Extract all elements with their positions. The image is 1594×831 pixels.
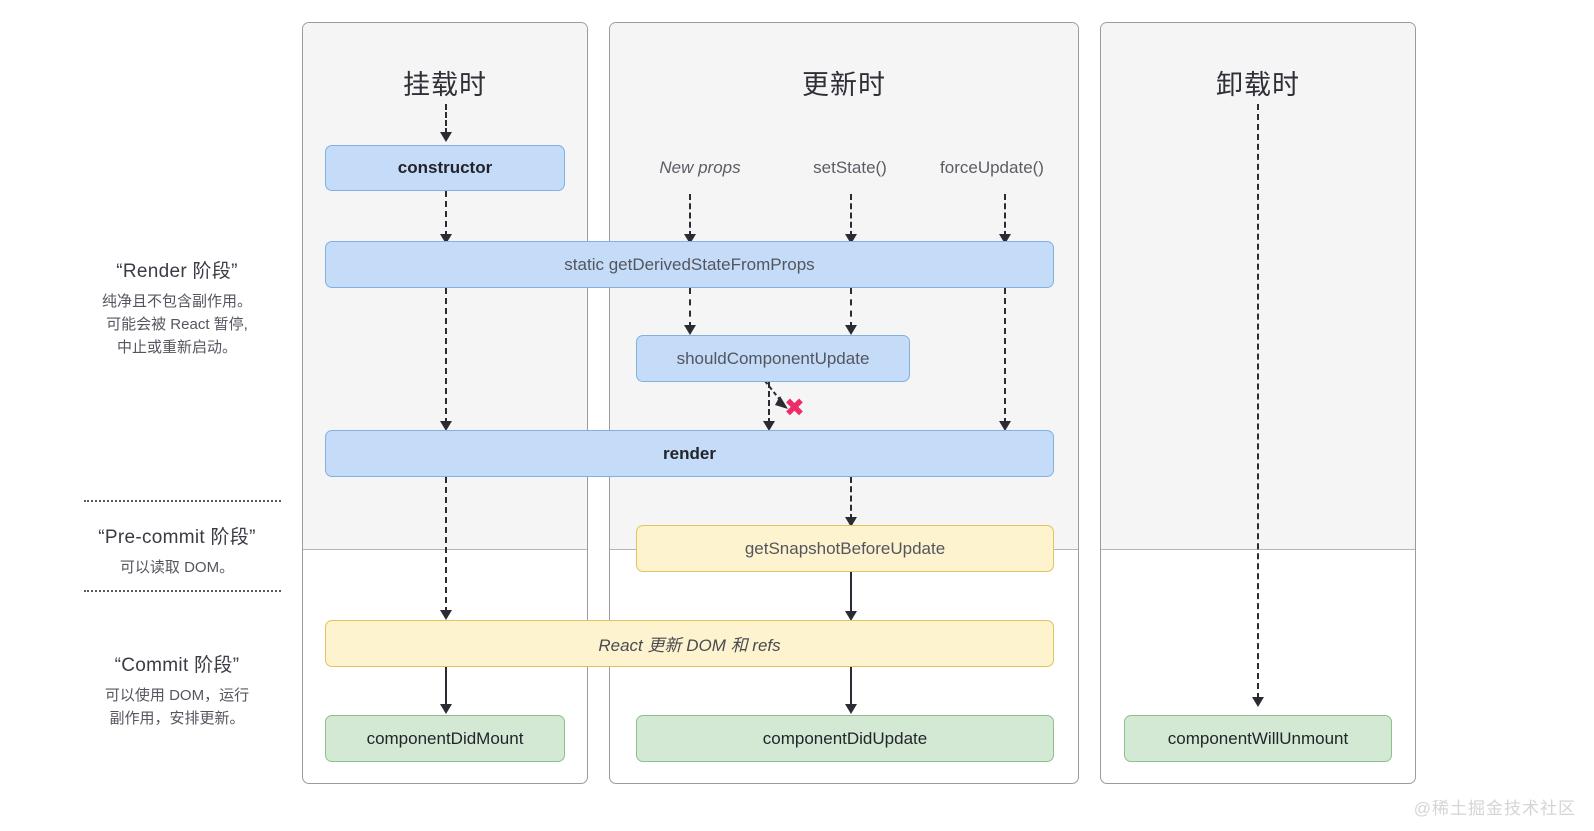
connector-arrow xyxy=(684,234,696,244)
phase-label-render: “Render 阶段” 纯净且不包含副作用。 可能会被 React 暂停, 中止… xyxy=(62,256,292,359)
trigger-set-state: setState() xyxy=(813,158,887,177)
connector-arrow xyxy=(999,234,1011,244)
phase-description: 可以读取 DOM。 xyxy=(62,556,292,579)
phase-desc-line: 可能会被 React 暂停, xyxy=(106,316,248,333)
phase-title: “Pre-commit 阶段” xyxy=(98,527,256,548)
column-updating: 更新时 xyxy=(609,22,1079,784)
connector-arrow xyxy=(440,610,452,620)
connector-line xyxy=(850,572,852,614)
phase-desc-line: 可以使用 DOM，运行 xyxy=(104,687,250,704)
phase-separator-bottom xyxy=(84,590,281,592)
connector-arrow xyxy=(440,704,452,714)
connector-arrow xyxy=(440,234,452,244)
phase-label-pre-commit: “Pre-commit 阶段” 可以读取 DOM。 xyxy=(62,522,292,579)
connector-line xyxy=(445,191,447,237)
watermark: @稀土掘金技术社区 xyxy=(1413,799,1576,818)
connector-line xyxy=(1004,194,1006,237)
connector-arrow xyxy=(1252,697,1264,707)
box-should-component-update[interactable]: shouldComponentUpdate xyxy=(636,335,910,382)
box-component-did-mount[interactable]: componentDidMount xyxy=(325,715,565,762)
connector-arrow xyxy=(999,421,1011,431)
connector-arrow xyxy=(684,325,696,335)
phase-desc-line: 副作用，安排更新。 xyxy=(109,710,245,727)
connector-line xyxy=(445,477,447,613)
skip-x-icon: ✖ xyxy=(784,394,805,422)
phase-description: 纯净且不包含副作用。 可能会被 React 暂停, 中止或重新启动。 xyxy=(62,290,292,359)
column-title-unmounting: 卸载时 xyxy=(1216,70,1300,100)
box-constructor[interactable]: constructor xyxy=(325,145,565,191)
phase-desc-line: 纯净且不包含副作用。 xyxy=(101,293,252,310)
box-component-did-update[interactable]: componentDidUpdate xyxy=(636,715,1054,762)
phase-label-commit: “Commit 阶段” 可以使用 DOM，运行 副作用，安排更新。 xyxy=(62,650,292,730)
connector-arrow xyxy=(845,704,857,714)
connector-line xyxy=(768,382,770,424)
connector-arrow xyxy=(845,325,857,335)
skip-branch-arrow xyxy=(764,380,788,409)
connector-line xyxy=(445,104,447,134)
box-get-derived-state-from-props[interactable]: static getDerivedStateFromProps xyxy=(325,241,1054,288)
box-get-snapshot-before-update[interactable]: getSnapshotBeforeUpdate xyxy=(636,525,1054,572)
phase-desc-line: 中止或重新启动。 xyxy=(116,339,237,356)
trigger-new-props: New props xyxy=(659,158,741,177)
connector-line xyxy=(850,288,852,328)
connector-line xyxy=(689,288,691,328)
connector-arrow xyxy=(845,517,857,527)
box-render[interactable]: render xyxy=(325,430,1054,477)
connector-line xyxy=(850,477,852,520)
phase-separator-top xyxy=(84,500,281,502)
phase-description: 可以使用 DOM，运行 副作用，安排更新。 xyxy=(62,684,292,730)
phase-title: “Render 阶段” xyxy=(116,261,238,282)
connector-arrow xyxy=(845,234,857,244)
connector-line xyxy=(850,194,852,237)
connector-line xyxy=(850,667,852,707)
box-component-will-unmount[interactable]: componentWillUnmount xyxy=(1124,715,1392,762)
connector-line xyxy=(1257,104,1259,699)
phase-desc-line: 可以读取 DOM。 xyxy=(119,559,235,576)
connector-arrow xyxy=(763,421,775,431)
column-title-mounting: 挂载时 xyxy=(403,70,487,100)
column-title-updating: 更新时 xyxy=(802,70,886,100)
connector-line xyxy=(445,667,447,707)
trigger-force-update: forceUpdate() xyxy=(940,158,1044,177)
phase-title: “Commit 阶段” xyxy=(114,655,240,676)
connector-line xyxy=(689,194,691,237)
connector-line xyxy=(1004,288,1006,424)
connector-line xyxy=(445,288,447,424)
connector-arrow xyxy=(440,421,452,431)
box-react-updates-dom-and-refs[interactable]: React 更新 DOM 和 refs xyxy=(325,620,1054,667)
connector-arrow xyxy=(440,132,452,142)
connector-arrow xyxy=(845,611,857,621)
